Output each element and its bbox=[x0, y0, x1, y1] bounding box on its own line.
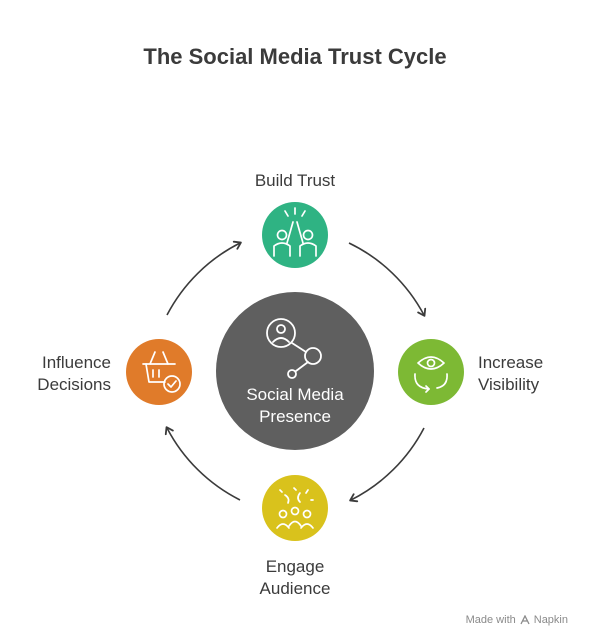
social-network-icon bbox=[266, 318, 322, 379]
influence-decisions-label: Influence Decisions bbox=[37, 353, 111, 394]
center-label: Social Media Presence bbox=[246, 385, 344, 426]
arrow-engage-to-influence bbox=[164, 426, 241, 501]
diagram-title: The Social Media Trust Cycle bbox=[143, 44, 447, 69]
napkin-logo-icon bbox=[520, 615, 530, 625]
increase-visibility-node bbox=[398, 339, 464, 405]
eye-cycle-icon bbox=[414, 356, 448, 393]
increase-visibility-label: Increase Visibility bbox=[478, 353, 544, 394]
high-five-icon bbox=[273, 207, 317, 257]
audience-confetti-icon bbox=[276, 487, 314, 529]
watermark-prefix: Made with bbox=[465, 614, 516, 626]
build-trust-label: Build Trust bbox=[254, 171, 336, 190]
napkin-watermark[interactable]: Made with Napkin bbox=[466, 614, 568, 626]
engage-audience-label: Engage Audience bbox=[259, 557, 331, 598]
basket-check-icon bbox=[142, 351, 181, 393]
arrow-visibility-to-engage bbox=[349, 427, 425, 503]
arrow-influence-to-build bbox=[166, 240, 242, 316]
arrow-build-to-visibility bbox=[348, 242, 427, 317]
watermark-brand: Napkin bbox=[533, 614, 568, 626]
build-trust-node bbox=[262, 202, 328, 268]
